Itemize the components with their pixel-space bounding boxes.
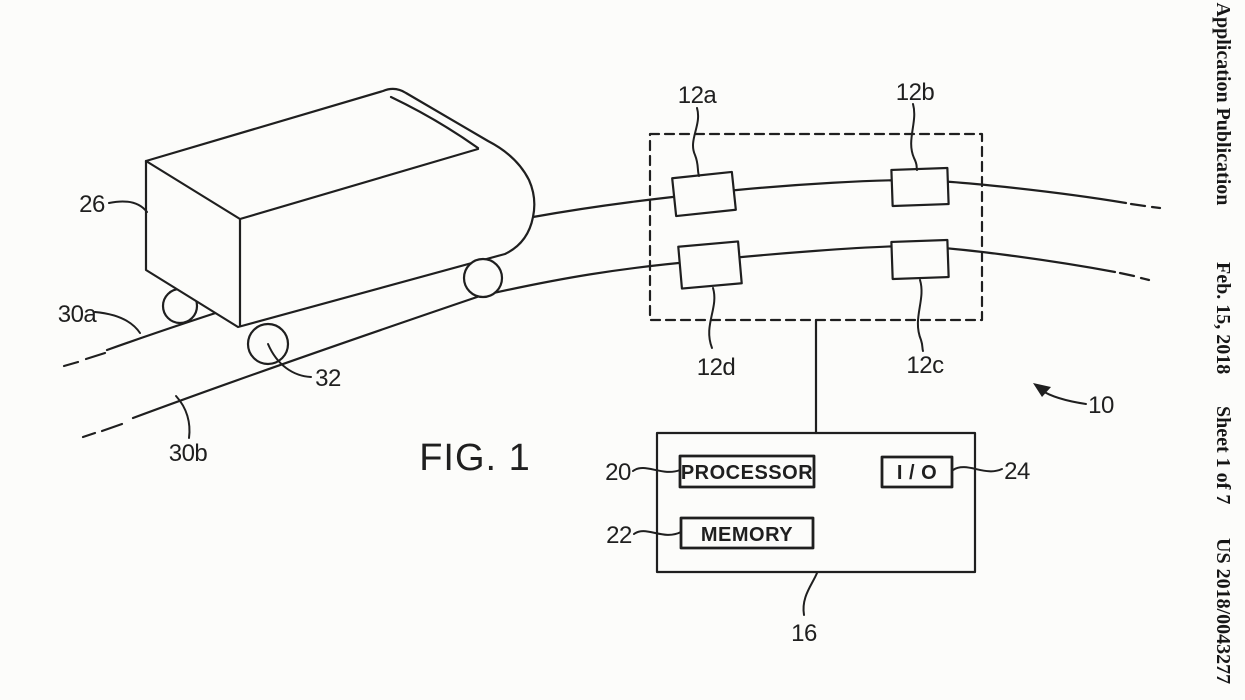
leader-16 — [803, 573, 817, 615]
controller-box — [657, 433, 975, 572]
leader-12d — [709, 288, 714, 348]
ref-10: 10 — [1088, 392, 1114, 419]
ref-24: 24 — [1004, 458, 1030, 485]
header-publication-number: US 2018/0043277 — [1200, 538, 1234, 684]
ref-12d: 12d — [697, 354, 736, 381]
train-wheel-front-right — [464, 259, 502, 297]
header-publication-title: t Application Publication — [1200, 0, 1234, 205]
sensor-box-12a — [672, 172, 736, 216]
ref-20: 20 — [605, 459, 631, 486]
io-label: I / O — [897, 462, 937, 484]
leader-30a — [95, 312, 140, 333]
train-vehicle — [146, 89, 534, 364]
ref-30a: 30a — [58, 301, 98, 328]
rail-lower-dashes-right — [1120, 273, 1149, 280]
header-date: Feb. 15, 2018 — [1200, 262, 1234, 374]
leader-12b — [911, 104, 917, 170]
leader-10-arrow — [1041, 390, 1086, 404]
processor-label: PROCESSOR — [681, 462, 813, 484]
leader-26 — [109, 201, 147, 212]
rail-lower-dashes-left — [83, 424, 122, 437]
detection-zone-dashed-box — [650, 134, 982, 320]
ref-12a: 12a — [678, 82, 718, 109]
memory-label: MEMORY — [701, 524, 793, 546]
rail-upper-dashes-left — [64, 353, 105, 366]
leader-12a — [693, 108, 699, 176]
ref-16: 16 — [791, 620, 817, 647]
figure-caption: FIG. 1 — [419, 437, 531, 479]
rail-upper-dashes-right — [1131, 204, 1160, 208]
header-sheet-number: Sheet 1 of 7 — [1200, 406, 1234, 504]
leader-12c — [918, 280, 923, 351]
ref-26: 26 — [79, 191, 105, 218]
ref-32: 32 — [315, 365, 341, 392]
sensor-box-12b — [891, 168, 948, 206]
ref-22: 22 — [606, 522, 632, 549]
ref-12c: 12c — [906, 352, 944, 379]
sensor-box-12d — [678, 241, 741, 288]
leader-24 — [953, 467, 1002, 471]
ref-12b: 12b — [896, 79, 935, 106]
sensor-box-12c — [891, 240, 948, 279]
ref-30b: 30b — [169, 440, 208, 467]
